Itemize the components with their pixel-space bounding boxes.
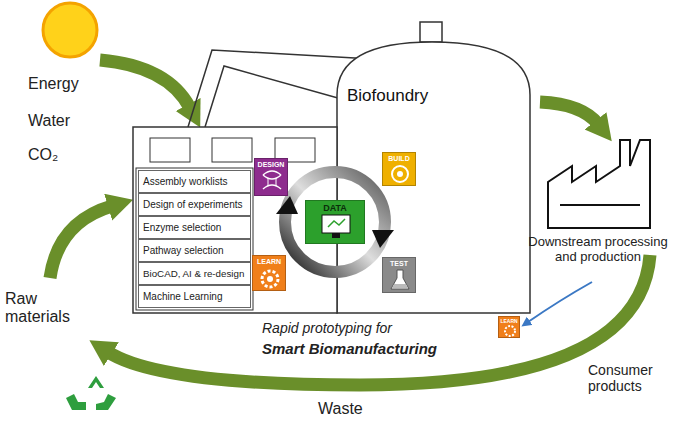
drawing-part [391,270,409,289]
drawing-part [276,178,277,186]
drawing-part [262,271,278,287]
node-text: Design of experiments [143,199,243,210]
drawing-part [205,66,345,127]
drawing-part [392,284,408,288]
drawing-part [88,376,104,388]
drawing-part [505,326,515,336]
sun [43,3,97,57]
node-text: Biofoundry [347,86,428,106]
drawing-part [322,215,350,233]
feedback-arrow [528,282,592,322]
task-box: BioCAD, AI & re-design [138,262,251,285]
test-icon: TEST [382,257,416,293]
task-box: Design of experiments [138,193,251,216]
drawing-part [397,171,403,177]
build-icon: BUILD [382,152,416,186]
node-text: BUILD [388,155,409,162]
label: Rapid prototyping for [262,320,442,336]
label: Water [28,112,98,130]
drawing-part [392,166,408,182]
design-icon: DESIGN [254,158,288,196]
node-text: Machine Learning [143,291,223,302]
drawing-part [285,172,385,272]
factory [548,140,650,228]
node-text: DESIGN [258,161,285,168]
learn-icon: LEARN [498,316,520,338]
drawing-part [96,394,116,410]
drawing-part [66,394,86,410]
drawing-part [267,276,273,282]
node-text: LEARN [500,318,517,324]
learn-icon: LEARN [252,255,286,291]
drawing-part [43,3,97,57]
dbtl-cycle [276,172,394,272]
drawing-part [548,140,650,228]
drawing-part [268,178,269,186]
task-box: Machine Learning [138,285,251,308]
biofoundry-building [133,22,530,313]
drawing-part [540,102,598,124]
label: Downstream processing and production [518,234,678,264]
drawing-part [50,206,112,278]
node-text: DATA [323,203,347,213]
drawing-part [332,233,340,238]
recycle-symbol [66,376,116,410]
drawing-part [150,138,190,162]
drawing-part [263,171,281,189]
label: Waste [318,400,378,418]
drawing-part [328,219,345,227]
task-box: Assembly worklists [138,170,251,193]
drawing-part [212,138,252,162]
label: CO₂ [28,146,98,164]
label: Consumer products [588,362,676,394]
task-box: Enzyme selection [138,216,251,239]
label: Smart Biomanufacturing [262,340,462,357]
drawing-part [420,22,442,42]
drawing-part [136,168,253,310]
node-text: Pathway selection [143,245,224,256]
building-label: Biofoundry [337,86,530,114]
label: Energy [28,75,98,93]
task-box: Pathway selection [138,239,251,262]
drawing-part [276,196,298,214]
node-text: TEST [390,260,408,267]
drawing-part [560,204,640,206]
label: Raw materials [5,290,85,326]
node-text: Enzyme selection [143,222,221,233]
drawing-part [372,230,394,248]
node-text: Assembly worklists [143,176,227,187]
node-text: LEARN [257,258,281,265]
node-text: BioCAD, AI & re-design [143,268,244,279]
data-icon: DATA [305,200,365,244]
drawing-part [100,60,190,108]
